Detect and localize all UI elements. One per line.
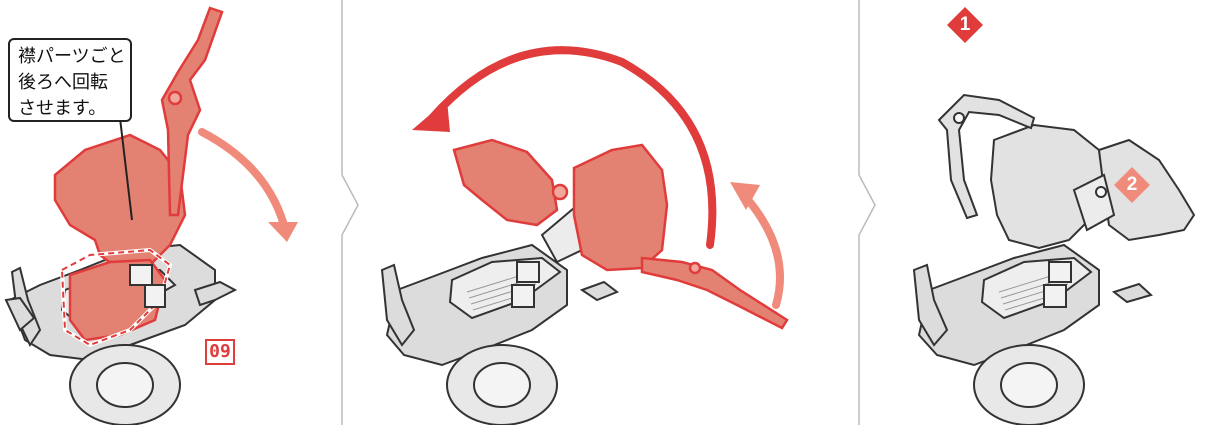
rotation-arrow-down <box>202 132 283 222</box>
callout-line-1: 襟パーツごと <box>18 44 122 70</box>
order-badge-1: 1 <box>947 7 983 43</box>
panel-3-illustration <box>859 0 1215 425</box>
joint-cube <box>1044 262 1071 307</box>
small-curve-arrow <box>744 195 780 305</box>
instruction-callout: 襟パーツごと 後ろへ回転 させます。 <box>8 38 132 122</box>
collar-arm-rotating <box>642 258 787 328</box>
joint-cube <box>512 262 539 307</box>
step-panel-rotate-collar: 襟パーツごと 後ろへ回転 させます。 09 <box>0 0 342 425</box>
pivot-point <box>553 185 567 199</box>
large-arc-arrow-head <box>412 100 450 132</box>
order-number-2: 2 <box>1114 167 1150 203</box>
callout-line-2: 後ろへ回転 <box>18 70 122 96</box>
step-panel-result <box>859 0 1215 425</box>
order-number-1: 1 <box>947 7 983 43</box>
order-badge-2: 2 <box>1114 167 1150 203</box>
panel-2-illustration <box>342 0 859 425</box>
step-panel-rotation-sequence: 1 2 <box>342 0 859 425</box>
collar-arm-highlighted <box>162 8 222 215</box>
rotation-arrow-head <box>268 222 298 242</box>
callout-line-3: させます。 <box>18 96 122 122</box>
step-number-badge: 09 <box>205 339 235 365</box>
